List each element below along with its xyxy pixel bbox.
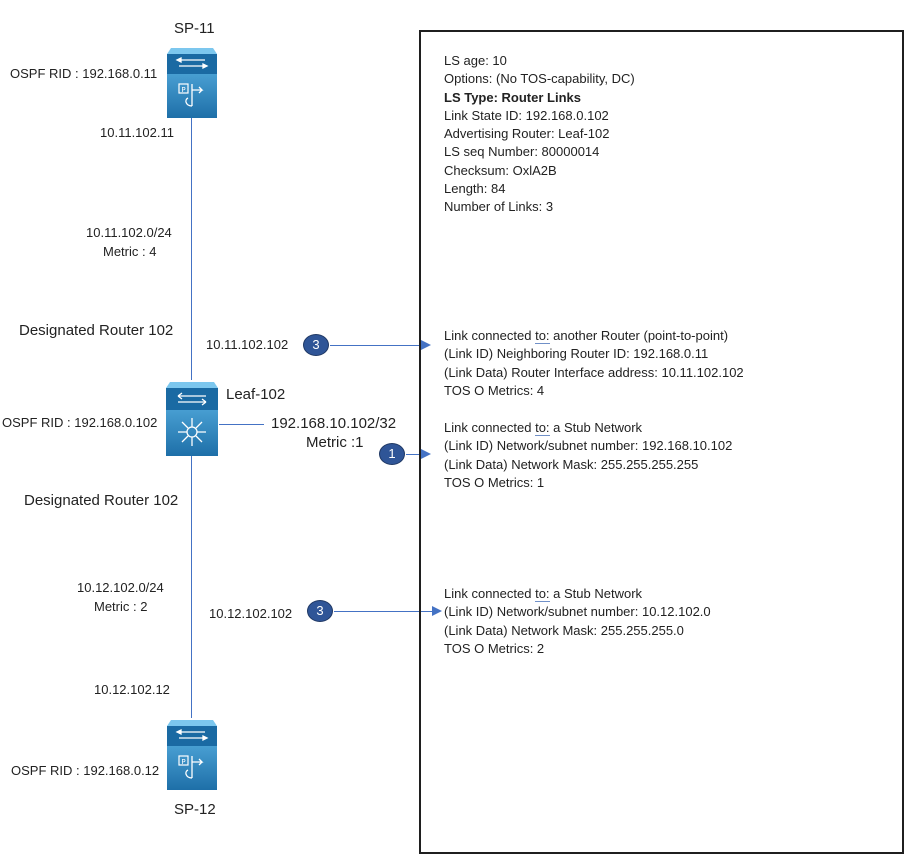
leaf-name: Leaf-102	[226, 386, 286, 403]
bottom-link-metric: Metric : 2	[94, 599, 148, 614]
top-link-arrow-line	[330, 345, 421, 346]
bottom-link-badge: 3	[307, 600, 333, 622]
lsa-link-1: Link connected to: another Router (point…	[444, 327, 744, 400]
lsa-link-2: Link connected to: a Stub Network (Link …	[444, 419, 732, 492]
stub-metric: Metric :1	[306, 434, 364, 451]
lsa-link-1-id: (Link ID) Neighboring Router ID: 192.168…	[444, 346, 709, 362]
svg-text:P: P	[181, 86, 185, 94]
lsa-age: LS age: 10	[444, 53, 507, 68]
lsa-advertising-router: Advertising Router: Leaf-102	[444, 126, 610, 142]
bottom-designated-router: Designated Router 102	[24, 492, 179, 509]
sp12-name: SP-12	[174, 801, 216, 818]
lsa-header: LS age: 10 Options: (No TOS-capability, …	[444, 52, 635, 217]
stub-prefix: 192.168.10.102/32	[271, 415, 397, 432]
spine-switch-icon[interactable]: P	[167, 46, 217, 118]
stub-link-arrow-head	[421, 449, 431, 459]
lsa-options: Options: (No TOS-capability, DC)	[444, 71, 635, 87]
sp11-rid: OSPF RID : 192.168.0.11	[10, 66, 158, 81]
link-sp11-leaf	[191, 118, 192, 380]
sp11-interface-ip: 10.11.102.11	[100, 125, 174, 140]
lsa-number-of-links: Number of Links: 3	[444, 199, 554, 215]
sp11-name: SP-11	[174, 20, 215, 37]
lsa-link-3-metric: TOS O Metrics: 2	[444, 640, 545, 656]
lsa-link-state-id: Link State ID: 192.168.0.102	[444, 107, 609, 123]
lsa-link-1-metric: TOS O Metrics: 4	[444, 382, 545, 398]
link-leaf-stub	[219, 424, 264, 425]
sp12-interface-ip: 10.12.102.12	[94, 682, 170, 697]
top-designated-router: Designated Router 102	[19, 322, 174, 339]
link-leaf-sp12	[191, 456, 192, 718]
leaf-switch-icon[interactable]	[166, 380, 218, 456]
lsa-link-3-data: (Link Data) Network Mask: 255.255.255.0	[444, 622, 684, 638]
top-link-subnet: 10.11.102.0/24	[86, 225, 172, 240]
lsa-length: Length: 84	[444, 181, 506, 197]
bottom-link-arrow-head	[432, 606, 442, 616]
lsa-link-3: Link connected to: a Stub Network (Link …	[444, 585, 711, 658]
lsa-link-3-type: Link connected to: a Stub Network	[444, 586, 643, 602]
lsa-link-1-type: Link connected to: another Router (point…	[444, 328, 729, 344]
bottom-link-arrow-line	[334, 611, 432, 612]
lsa-link-2-id: (Link ID) Network/subnet number: 192.168…	[444, 438, 733, 454]
stub-link-badge: 1	[379, 443, 405, 465]
bottom-link-subnet: 10.12.102.0/24	[77, 580, 164, 595]
sp12-rid: OSPF RID : 192.168.0.12	[11, 763, 160, 778]
lsa-checksum: Checksum: OxlA2B	[444, 162, 557, 178]
spine-switch-icon[interactable]: P	[167, 718, 217, 790]
top-link-metric: Metric : 4	[103, 244, 157, 259]
lsa-link-3-id: (Link ID) Network/subnet number: 10.12.1…	[444, 604, 711, 620]
stub-link-arrow-line	[406, 454, 421, 455]
router-lsa-panel: LS age: 10 Options: (No TOS-capability, …	[419, 30, 904, 854]
top-link-arrow-head	[421, 340, 431, 350]
top-leaf-interface-ip: 10.11.102.102	[206, 337, 289, 352]
lsa-link-1-data: (Link Data) Router Interface address: 10…	[444, 364, 744, 380]
svg-text:P: P	[181, 758, 185, 766]
leaf-rid: OSPF RID : 192.168.0.102	[2, 415, 158, 430]
top-link-badge: 3	[303, 334, 329, 356]
lsa-link-2-type: Link connected to: a Stub Network	[444, 420, 643, 436]
lsa-type: LS Type: Router Links	[444, 89, 581, 105]
bottom-leaf-interface-ip: 10.12.102.102	[209, 606, 293, 621]
lsa-seq-number: LS seq Number: 80000014	[444, 144, 600, 160]
lsa-link-2-metric: TOS O Metrics: 1	[444, 474, 545, 490]
lsa-link-2-data: (Link Data) Network Mask: 255.255.255.25…	[444, 456, 699, 472]
